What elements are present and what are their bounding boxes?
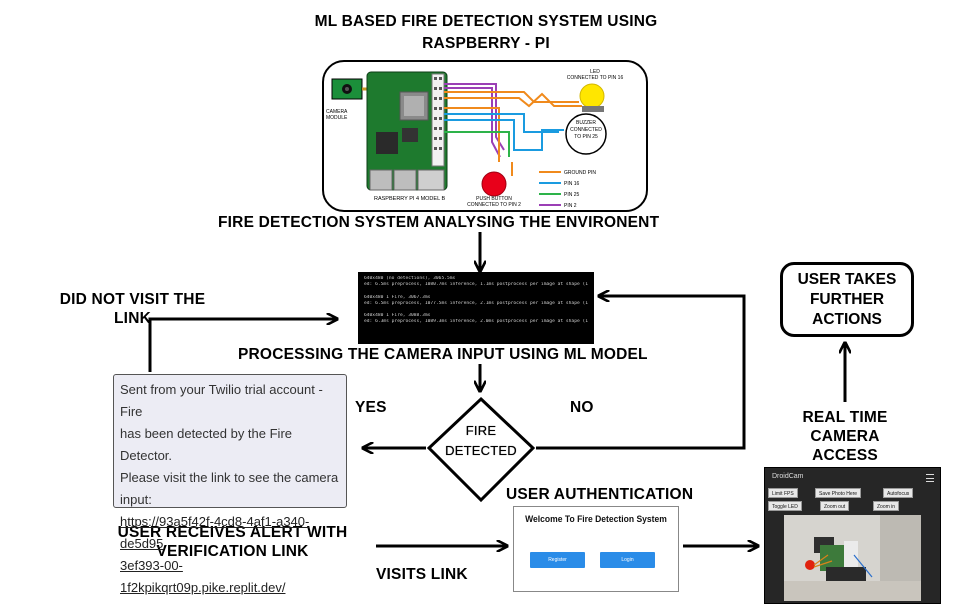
- droidcam-window: DroidCam Limit FPS Save Photo Here Autof…: [764, 467, 941, 604]
- terminal-line: ed: 6.5ms preprocess, 1080.7ms inference…: [364, 282, 588, 288]
- save-photo-button[interactable]: Save Photo Here: [815, 488, 862, 498]
- board-label: RASPBERRY PI 4 MODEL B: [374, 196, 446, 202]
- sms-line: has been detected by the Fire Detector.: [120, 426, 293, 463]
- visits-link-label: VISITS LINK: [376, 566, 468, 583]
- camera-feed-image: [784, 515, 921, 601]
- no-label: NO: [570, 399, 594, 416]
- verification-link[interactable]: https://93a5f42f-4cd8-4af1-a340-de5d95: [120, 514, 310, 551]
- sms-line: Sent from your Twilio trial account - Fi…: [120, 382, 323, 419]
- legend-pin-2: PIN 2: [564, 203, 577, 209]
- auth-title: Welcome To Fire Detection System: [525, 514, 667, 525]
- wire-legend: GROUND PIN PIN 16 PIN 25 PIN 2: [564, 168, 596, 212]
- sms-line: input:: [120, 492, 152, 507]
- yes-label: YES: [355, 399, 387, 416]
- decision-diamond: [426, 396, 536, 503]
- legend-pin-16: PIN 16: [564, 181, 580, 187]
- zoom-in-button[interactable]: Zoom in: [873, 501, 900, 511]
- terminal-output: 640x480 (no detections), 3065.5ms ed: 6.…: [358, 272, 594, 344]
- legend-pin-25: PIN 25: [564, 192, 580, 198]
- zoom-out-button[interactable]: Zoom out: [820, 501, 850, 511]
- terminal-line: 640x480 1 Fire, 3088.3ms: [364, 313, 431, 319]
- legend-ground: GROUND PIN: [564, 170, 596, 176]
- camera-feed: [784, 515, 921, 601]
- sms-alert-message: Sent from your Twilio trial account - Fi…: [113, 374, 347, 595]
- autofocus-button[interactable]: Autofocus: [883, 488, 914, 498]
- limit-fps-button[interactable]: Limit FPS: [768, 488, 798, 498]
- user-authentication-label: USER AUTHENTICATION: [506, 486, 694, 503]
- authentication-screen: Welcome To Fire Detection System Registe…: [513, 506, 679, 592]
- register-button[interactable]: Register: [530, 552, 585, 568]
- terminal-line: 640x480 (no detections), 3065.5ms: [364, 276, 456, 281]
- verification-link[interactable]: 3ef393-00-1f2kpikqrt09p.pike.replit.dev/: [120, 558, 286, 595]
- menu-icon[interactable]: [926, 474, 934, 482]
- toggle-led-button[interactable]: Toggle LED: [768, 501, 802, 511]
- user-actions-box: USER TAKES FURTHER ACTIONS: [780, 262, 914, 337]
- terminal-line: ed: 6.5ms preprocess, 1077.5ms inference…: [364, 300, 588, 306]
- terminal-line: 640x480 1 Fire, 3067.3ms: [364, 294, 431, 300]
- sms-line: Please visit the link to see the camera: [120, 470, 339, 485]
- title-line-2: RASPBERRY - PI: [422, 35, 550, 52]
- analysing-label: FIRE DETECTION SYSTEM ANALYSING THE ENVI…: [218, 214, 660, 231]
- login-button[interactable]: Login: [600, 552, 655, 568]
- droidcam-app-name: DroidCam: [772, 473, 804, 480]
- title-line-1: ML BASED FIRE DETECTION SYSTEM USING: [314, 13, 658, 30]
- processing-label: PROCESSING THE CAMERA INPUT USING ML MOD…: [238, 346, 648, 363]
- terminal-line: ed: 6.3ms preprocess, 1089.3ms inference…: [364, 319, 588, 325]
- hardware-drawing: [331, 71, 607, 206]
- droidcam-titlebar: DroidCam: [765, 468, 940, 486]
